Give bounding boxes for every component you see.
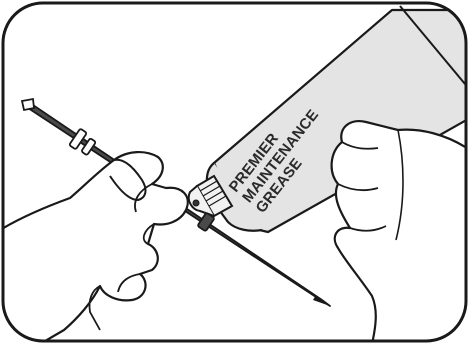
- left-finger-crease-3: [117, 273, 141, 293]
- grease-tube: PREMIER MAINTENANCE GREASE: [187, 5, 466, 234]
- right-finger-crease-2: [349, 225, 387, 232]
- left-finger-crease-1: [134, 183, 153, 213]
- right-palm-crease: [395, 129, 404, 241]
- left-hand-outline: [3, 151, 189, 341]
- left-wrist-crease: [88, 285, 101, 331]
- rod-end: [20, 97, 35, 112]
- left-finger-crease-2: [142, 223, 155, 245]
- tube-cap: [187, 174, 234, 218]
- left-hand: [3, 151, 189, 341]
- scene: PREMIER MAINTENANCE GREASE: [3, 5, 466, 341]
- rod-grease-bead: [197, 212, 215, 232]
- tube-crimp-line: [399, 5, 466, 91]
- right-hand: [330, 120, 466, 341]
- right-thumb-crease: [341, 141, 379, 150]
- rod-tip: [313, 295, 330, 306]
- left-thumb: [109, 158, 147, 202]
- right-finger-crease-1: [337, 183, 379, 191]
- right-hand-outline: [330, 120, 466, 341]
- rod-collar: [68, 128, 97, 156]
